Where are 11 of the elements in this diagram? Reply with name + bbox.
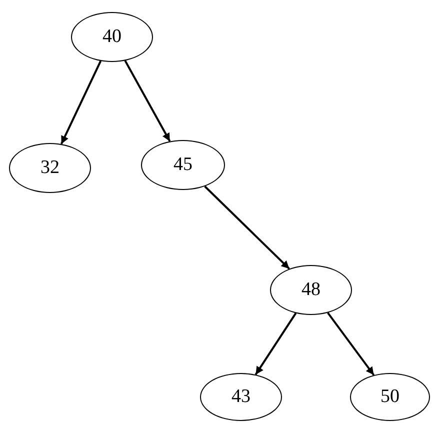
node-value: 43: [232, 386, 250, 408]
node-value: 40: [102, 26, 122, 48]
node-value: 48: [302, 279, 320, 301]
arrow: [124, 60, 171, 142]
arrow: [327, 312, 375, 376]
node-value: 50: [380, 386, 400, 408]
arrow: [254, 312, 297, 376]
node-value: 32: [40, 157, 60, 179]
node-value: 45: [174, 154, 192, 176]
arrow: [60, 60, 102, 144]
arrow: [204, 186, 290, 270]
